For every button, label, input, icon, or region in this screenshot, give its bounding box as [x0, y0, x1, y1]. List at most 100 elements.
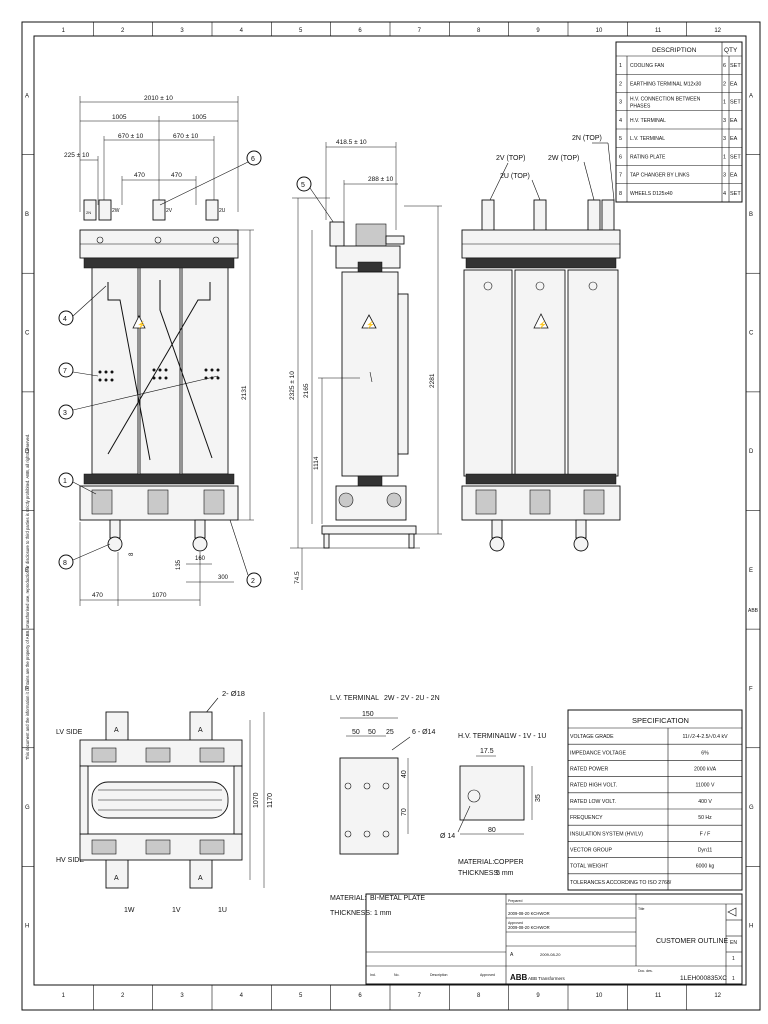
tb-approved: Approved: [508, 921, 523, 925]
dim-470-right: 470: [171, 172, 182, 179]
parts-row-description-2: PHASES: [630, 104, 651, 110]
plan-dim-1070: 1070: [253, 792, 260, 808]
lv-terminal-detail: L.V. TERMINAL 2W - 2V - 2U - 2N 150 50 5…: [330, 695, 440, 917]
dim-1005-left: 1005: [112, 114, 127, 121]
dim-1070-bottom: 1070: [152, 592, 167, 599]
tb-doc-no: 1LEH000835XC: [680, 975, 727, 982]
hv-dim-17: 17.5: [480, 748, 494, 755]
parts-row-description: H.V. TERMINAL: [630, 118, 666, 124]
spec-title: SPECIFICATION: [632, 716, 689, 725]
tb-lang: EN: [730, 940, 737, 946]
section-marker-bottom-right: A: [198, 875, 203, 882]
zone-col-bottom: 12: [714, 993, 721, 999]
lv-terminal-2v-label: 2V: [166, 208, 173, 214]
spec-row-label: TOTAL WEIGHT: [570, 864, 609, 870]
tb-sheet: 1: [732, 956, 735, 962]
callout-4: 4: [58, 285, 107, 326]
zone-col-top: 10: [596, 28, 603, 34]
zone-row-right: E: [749, 568, 753, 574]
spec-row-value: 6%: [701, 750, 709, 756]
parts-row-unit: EA: [730, 81, 738, 87]
svg-text:2: 2: [251, 578, 255, 585]
zone-col-bottom: 3: [180, 993, 184, 999]
parts-row-number: 8: [619, 191, 622, 197]
hv-dim-80: 80: [488, 827, 496, 834]
side-note-right: ABB: [748, 608, 759, 614]
dim-2281: 2281: [429, 373, 436, 388]
zone-col-bottom: 9: [536, 993, 540, 999]
zone-col-top: 5: [299, 28, 303, 34]
callout-1: 1: [58, 472, 97, 495]
spec-row-value: 11/√2-4-2.5/√0.4 kV: [682, 733, 728, 740]
parts-row-unit: SET: [730, 63, 741, 69]
zone-row-right: C: [749, 331, 754, 337]
lv-material-label: MATERIAL:: [330, 895, 366, 902]
parts-row-qty: 1: [723, 100, 726, 106]
parts-header-qty: QTY: [724, 47, 738, 54]
zone-col-bottom: 7: [418, 993, 422, 999]
warning-glyph: ⚡: [137, 320, 146, 329]
lv-dim-40: 40: [401, 770, 408, 778]
lv-terminal-2w-label: 2W: [112, 208, 120, 214]
tb-company: ABB Transformers: [528, 976, 566, 981]
tb-date-1: 2009-08-20 KCHWOR: [508, 911, 550, 916]
zone-col-bottom: 8: [477, 993, 481, 999]
plan-dim-1170: 1170: [267, 793, 274, 808]
dim-2165: 2165: [303, 383, 310, 398]
hv-hole-label: Ø 14: [440, 833, 455, 840]
zone-col-bottom: 10: [596, 993, 603, 999]
dim-225: 225 ± 10: [64, 152, 90, 159]
hv-thickness-label: THICKNESS:: [458, 870, 500, 877]
parts-row-unit: EA: [730, 118, 738, 124]
parts-row-qty: 3: [723, 173, 726, 179]
dim-670-right: 670 ± 10: [173, 133, 199, 140]
zone-row-right: G: [749, 805, 754, 811]
callout-5: 5: [296, 176, 337, 227]
section-marker-bottom-left: A: [114, 875, 119, 882]
lv-side-label: LV SIDE: [56, 729, 83, 736]
hv-thickness-value: 5 mm: [496, 870, 514, 877]
spec-row-value: F / F: [700, 831, 711, 837]
tb-prepared: Prepared: [508, 899, 522, 903]
spec-row-value: 2000 kVA: [694, 767, 717, 773]
tb-col-approved: Approved: [480, 973, 495, 977]
plan-view: LV SIDE HV SIDE 2- Ø18 A A A A 1070 1170…: [56, 689, 274, 914]
zone-col-bottom: 5: [299, 993, 303, 999]
tb-col-no: No.: [394, 973, 399, 977]
lv-terminal-title: L.V. TERMINAL: [330, 695, 379, 702]
zone-row-left: H: [25, 924, 29, 930]
callout-8: 8: [58, 543, 111, 570]
lv-terminal-2u-label: 2U: [219, 208, 226, 214]
parts-row-number: 7: [619, 173, 622, 179]
parts-row-qty: 6: [723, 63, 726, 69]
parts-row-unit: EA: [730, 136, 738, 142]
tb-doc-des-caption: Doc. des.: [638, 969, 653, 973]
side-warning-glyph: ⚡: [366, 320, 375, 329]
dim-135: 135: [176, 559, 182, 570]
hv-material-value: COPPER: [494, 859, 524, 866]
spec-row-label: VECTOR GROUP: [570, 848, 613, 854]
lv-thickness-label: THICKNESS:: [330, 910, 372, 917]
label-2v-top: 2V (TOP): [496, 155, 525, 162]
zone-col-bottom: 6: [358, 993, 362, 999]
dim-8: 8: [129, 552, 135, 556]
label-2n-top: 2N (TOP): [572, 135, 602, 142]
parts-header-description: DESCRIPTION: [652, 47, 697, 54]
parts-row-unit: EA: [730, 173, 738, 179]
parts-row-number: 1: [619, 63, 622, 69]
hv-side-label: HV SIDE: [56, 857, 84, 864]
spec-row-value: 11000 V: [696, 783, 715, 789]
spec-row-label: IMPEDANCE VOLTAGE: [570, 750, 627, 756]
parts-row-description: WHEELS D125x40: [630, 191, 673, 197]
zone-col-bottom: 1: [62, 993, 66, 999]
svg-text:8: 8: [63, 560, 67, 567]
hv-material-label: MATERIAL:: [458, 859, 494, 866]
lv-material-value: BI-METAL PLATE: [370, 895, 425, 902]
parts-row-description: COOLING FAN: [630, 63, 665, 69]
parts-row-number: 3: [619, 100, 622, 106]
parts-row-description: TAP CHANGER BY LINKS: [630, 173, 690, 179]
callout-7: 7: [58, 362, 99, 378]
lv-terminal-2n-label: 2N: [86, 210, 91, 215]
